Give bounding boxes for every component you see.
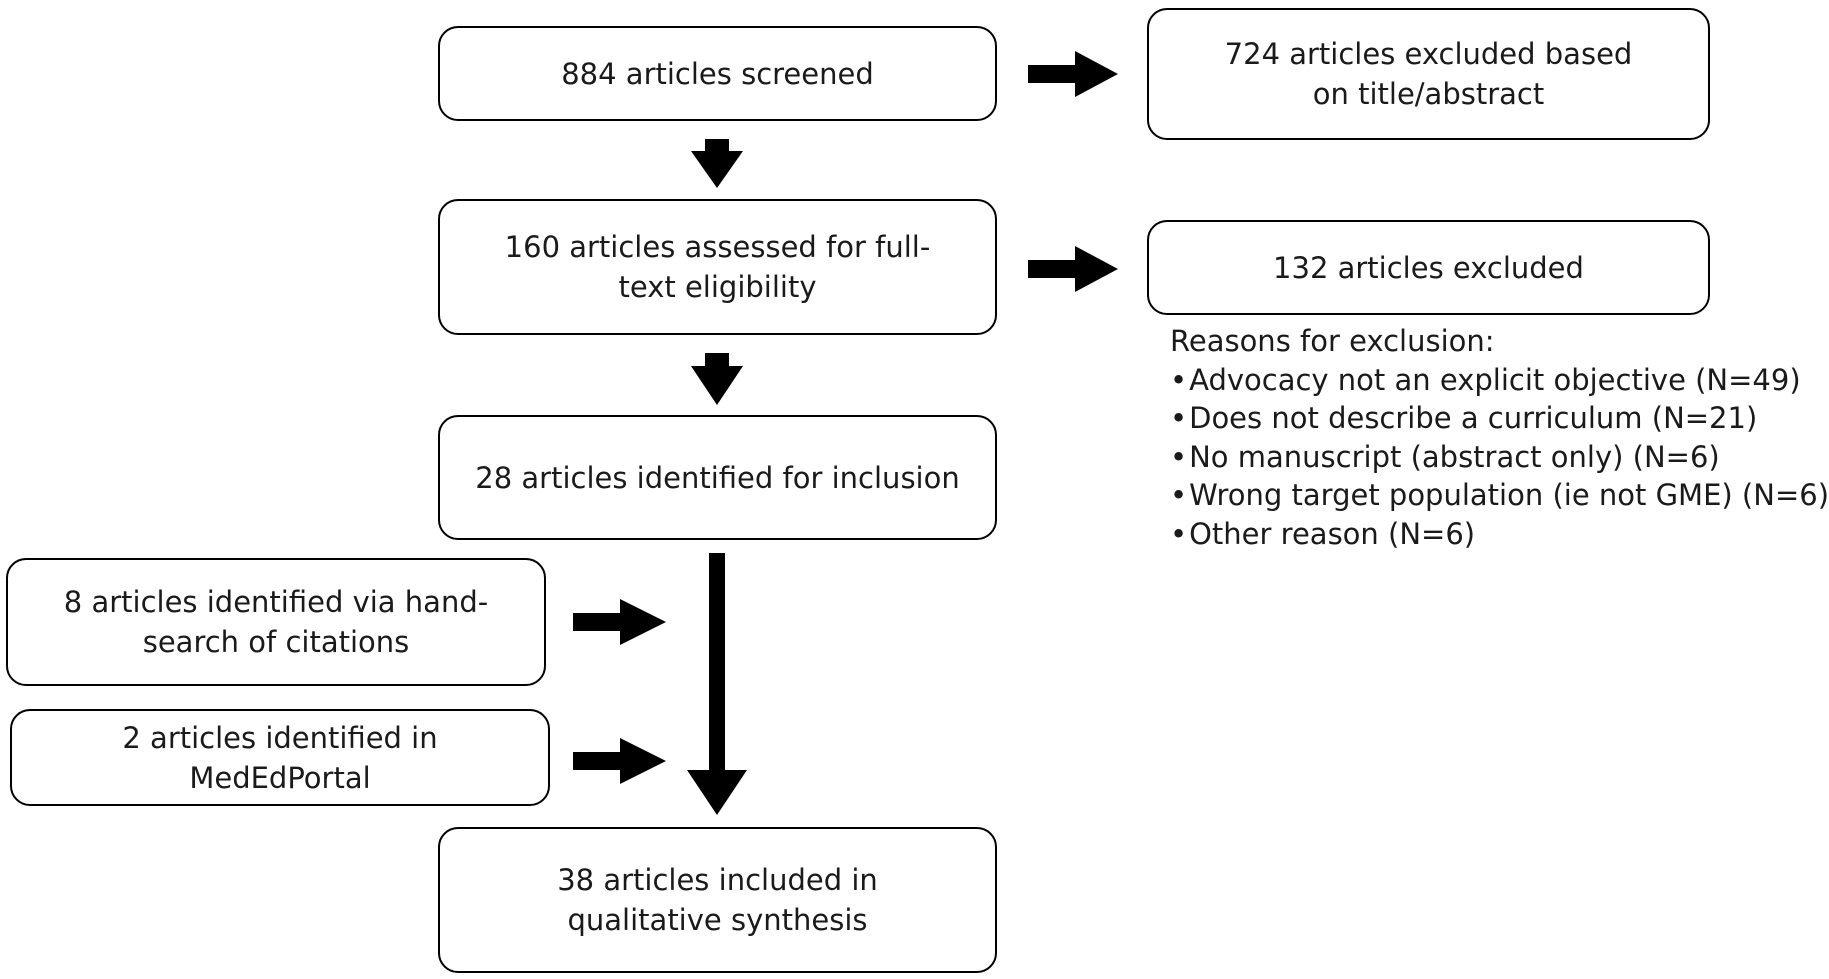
arrow-right-icon [1028,51,1118,97]
box-excluded-title-abstract: 724 articles excluded based on title/abs… [1147,8,1710,140]
arrow-down-icon [691,139,743,188]
exclusion-reason-item: Advocacy not an explicit objective (N=49… [1170,361,1829,400]
exclusion-reason-item: Wrong target population (ie not GME) (N=… [1170,476,1829,515]
arrow-down-long-icon [687,553,747,815]
exclusion-reason-item: No manuscript (abstract only) (N=6) [1170,438,1829,477]
exclusion-reasons-title: Reasons for exclusion: [1170,324,1495,358]
exclusion-reason-item: Other reason (N=6) [1170,515,1829,554]
excluded-title-abstract-label: 724 articles excluded based on title/abs… [1224,37,1633,111]
fulltext-assessed-label: 160 articles assessed for full-text elig… [504,230,931,304]
articles-screened-label: 884 articles screened [561,56,874,91]
identified-inclusion-label: 28 articles identified for inclusion [475,460,960,495]
box-hand-search: 8 articles identified via hand-search of… [6,558,546,686]
box-articles-screened: 884 articles screened [438,26,997,121]
arrow-down-icon [691,353,743,405]
exclusion-reasons: Reasons for exclusion: Advocacy not an e… [1170,322,1829,553]
arrow-right-icon [573,738,666,784]
exclusion-reasons-list: Advocacy not an explicit objective (N=49… [1170,361,1829,554]
arrow-right-icon [1028,246,1118,292]
flow-arrows [573,51,1118,815]
box-identified-inclusion: 28 articles identified for inclusion [438,415,997,540]
hand-search-label: 8 articles identified via hand-search of… [63,585,489,659]
fulltext-excluded-label: 132 articles excluded [1273,250,1584,285]
exclusion-reason-item: Does not describe a curriculum (N=21) [1170,399,1829,438]
box-mededportal: 2 articles identified in MedEdPortal [10,709,550,806]
included-synthesis-label: 38 articles included in qualitative synt… [557,863,878,937]
arrow-right-icon [573,599,666,645]
box-fulltext-assessed: 160 articles assessed for full-text elig… [438,199,997,335]
box-included-synthesis: 38 articles included in qualitative synt… [438,827,997,973]
mededportal-label: 2 articles identified in MedEdPortal [122,720,438,795]
box-fulltext-excluded: 132 articles excluded [1147,220,1710,315]
